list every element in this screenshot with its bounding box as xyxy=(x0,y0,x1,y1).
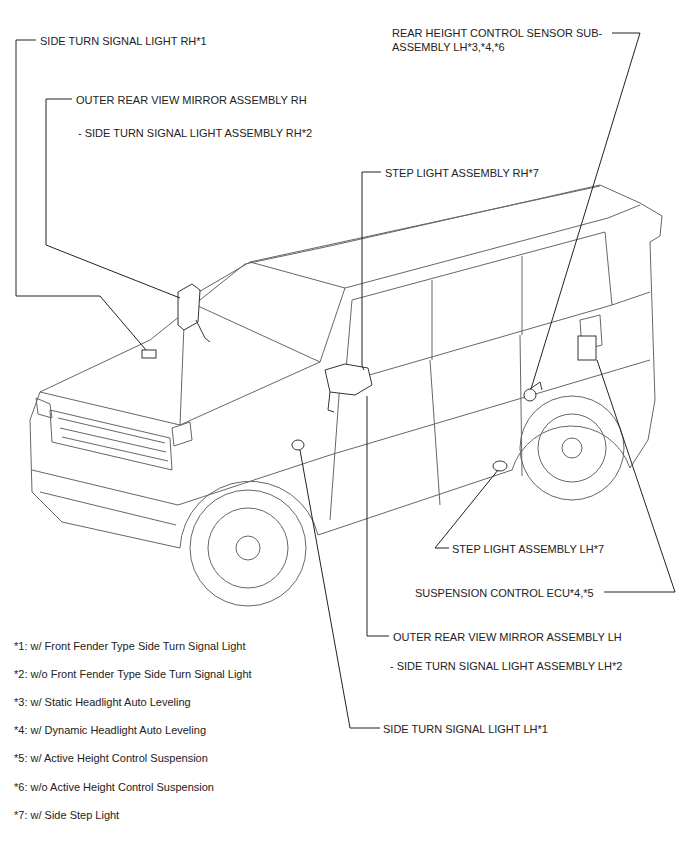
callout-label: SIDE TURN SIGNAL LIGHT LH*1 xyxy=(383,722,548,736)
footnote: *2: w/o Front Fender Type Side Turn Sign… xyxy=(14,667,252,681)
mirrors-and-parts xyxy=(142,284,596,471)
wheels xyxy=(190,396,624,606)
callout-label: SIDE TURN SIGNAL LIGHT RH*1 xyxy=(40,34,207,48)
callout-sublabel: - SIDE TURN SIGNAL LIGHT ASSEMBLY LH*2 xyxy=(390,659,622,673)
callout-label: REAR HEIGHT CONTROL SENSOR SUB- ASSEMBLY… xyxy=(392,26,630,54)
footnote: *6: w/o Active Height Control Suspension xyxy=(14,780,214,794)
leader-lines xyxy=(16,33,675,728)
footnote: *1: w/ Front Fender Type Side Turn Signa… xyxy=(14,639,246,653)
vehicle-body xyxy=(30,185,662,548)
footnote: *4: w/ Dynamic Headlight Auto Leveling xyxy=(14,723,206,737)
callout-label: OUTER REAR VIEW MIRROR ASSEMBLY RH xyxy=(76,93,307,107)
callout-label: STEP LIGHT ASSEMBLY LH*7 xyxy=(452,542,604,556)
callout-label: SUSPENSION CONTROL ECU*4,*5 xyxy=(415,586,594,600)
footnote: *7: w/ Side Step Light xyxy=(14,808,119,822)
callout-label: OUTER REAR VIEW MIRROR ASSEMBLY LH xyxy=(393,630,622,644)
callout-label: STEP LIGHT ASSEMBLY RH*7 xyxy=(385,166,539,180)
callout-sublabel: - SIDE TURN SIGNAL LIGHT ASSEMBLY RH*2 xyxy=(78,126,312,140)
footnote: *5: w/ Active Height Control Suspension xyxy=(14,751,208,765)
footnote: *3: w/ Static Headlight Auto Leveling xyxy=(14,695,191,709)
